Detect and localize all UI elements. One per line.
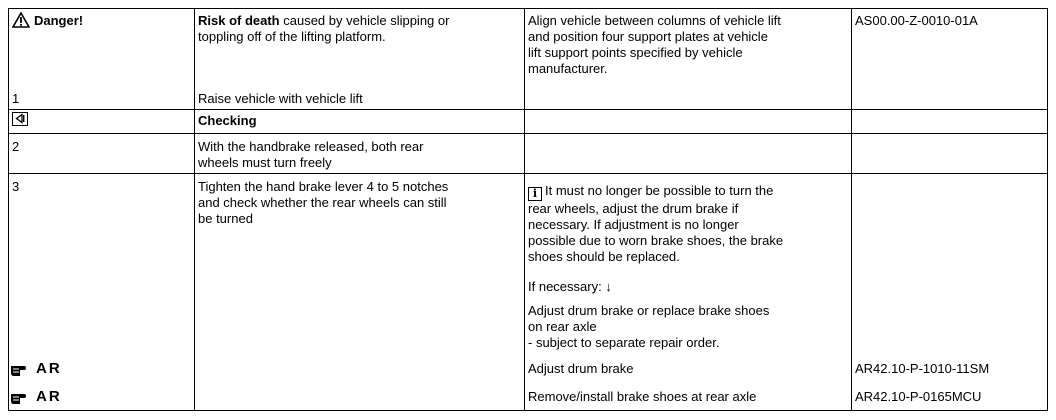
danger-description: Risk of death caused by vehicle slipping…	[198, 13, 449, 45]
column-divider	[524, 9, 525, 410]
measure-line: lift support points specified by vehicle	[528, 45, 743, 60]
section-heading: Checking	[198, 113, 257, 128]
warning-triangle-icon	[12, 12, 30, 28]
ref-marker: AR	[10, 360, 62, 377]
action-line: - subject to separate repair order.	[528, 335, 720, 350]
step-text: With the handbrake released, both rear w…	[198, 139, 423, 171]
note-line: necessary. If adjustment is no longer	[528, 217, 739, 232]
action-line: Adjust drum brake or replace brake shoes	[528, 303, 770, 318]
document-ref[interactable]: AR42.10-P-1010-11SM	[855, 361, 990, 376]
action-line: on rear axle	[528, 319, 597, 334]
danger-text-line: caused by vehicle slipping or	[279, 13, 450, 28]
note-line: rear wheels, adjust the drum brake if	[528, 201, 739, 216]
info-icon: i	[528, 187, 542, 201]
step-text-line: With the handbrake released, both rear	[198, 139, 424, 154]
if-necessary: If necessary: ↓	[528, 279, 612, 294]
note-line: possible due to worn brake shoes, the br…	[528, 233, 784, 248]
danger-text-line: toppling off of the lifting platform.	[198, 29, 386, 44]
row-divider	[9, 133, 1047, 134]
column-divider	[194, 9, 195, 410]
ref-marker: AR	[10, 388, 62, 405]
ref-text: Remove/install brake shoes at rear axle	[528, 389, 757, 404]
document-ref[interactable]: AS00.00-Z-0010-01A	[855, 13, 978, 28]
step-text-line: and check whether the rear wheels can st…	[198, 195, 447, 210]
step-text-line: Tighten the hand brake lever 4 to 5 notc…	[198, 179, 449, 194]
danger-title: Risk of death	[198, 13, 280, 28]
column-divider	[851, 9, 852, 410]
document-ref[interactable]: AR42.10-P-0165MCU	[855, 389, 982, 404]
step-text-line: wheels must turn freely	[198, 155, 332, 170]
measure-line: Align vehicle between columns of vehicle…	[528, 13, 781, 28]
note-line: It must no longer be possible to turn th…	[545, 183, 774, 198]
danger-text: Danger!	[34, 12, 84, 28]
ref-text: Adjust drum brake	[528, 361, 634, 376]
pointing-hand-icon	[11, 365, 26, 376]
checking-icon	[12, 112, 28, 126]
step-number: 3	[12, 179, 20, 194]
action-text: Adjust drum brake or replace brake shoes…	[528, 303, 769, 351]
procedure-table: Danger! Risk of death caused by vehicle …	[8, 8, 1048, 411]
pointing-hand-icon	[11, 393, 26, 404]
step-number: 2	[12, 139, 20, 154]
ref-code: AR	[36, 388, 62, 405]
danger-label: Danger!	[12, 12, 83, 28]
row-divider	[9, 173, 1047, 174]
step-text-line: be turned	[198, 211, 253, 226]
step-number: 1	[12, 91, 20, 106]
step-text: Tighten the hand brake lever 4 to 5 notc…	[198, 179, 448, 227]
row-divider	[9, 109, 1047, 110]
note-line: shoes should be replaced.	[528, 249, 680, 264]
danger-measure: Align vehicle between columns of vehicle…	[528, 13, 781, 77]
ref-code: AR	[36, 360, 62, 377]
measure-line: manufacturer.	[528, 61, 608, 76]
step-text: Raise vehicle with vehicle lift	[198, 91, 363, 106]
measure-line: and position four support plates at vehi…	[528, 29, 768, 44]
